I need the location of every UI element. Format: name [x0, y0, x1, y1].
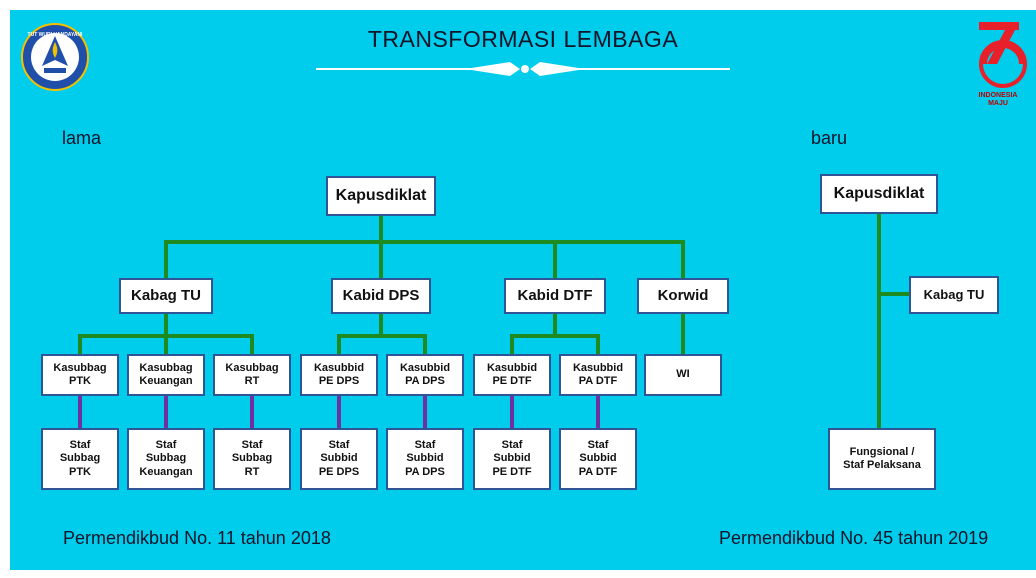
connector-to-korwid — [681, 240, 685, 278]
slide: TUT WURI HANDAYANI INDONESIA MAJU TRANSF… — [10, 10, 1036, 570]
node-kabag-tu: Kabag TU — [119, 278, 213, 314]
new-structure-label: baru — [811, 128, 848, 148]
connector-kabag-tu-down — [164, 312, 168, 336]
node-korwid: Korwid — [637, 278, 729, 314]
node-kasubbid-pa-dps: Kasubbid PA DPS — [386, 354, 464, 396]
connector-staf-keuangan — [164, 394, 168, 428]
old-structure-label: lama — [62, 128, 102, 148]
connector-new-to-kabag-tu — [877, 292, 909, 296]
node-kabid-dps: Kabid DPS — [331, 278, 431, 314]
logo-left-text: TUT WURI HANDAYANI — [27, 32, 83, 38]
title-divider-left — [316, 68, 516, 70]
node-fungsional-staf-pelaksana: Fungsional / Staf Pelaksana — [828, 428, 936, 490]
seventy-five-icon — [979, 22, 1027, 88]
connector-staf-ptk — [78, 394, 82, 428]
title-divider-right — [540, 68, 730, 70]
connector-to-kabag-tu — [164, 240, 168, 278]
connector-new-trunk — [877, 212, 881, 430]
new-regulation-footer: Permendikbud No. 45 tahun 2019 — [719, 528, 989, 548]
connector-kabid-dtf-bus — [510, 334, 600, 338]
node-kasubbag-keuangan: Kasubbag Keuangan — [127, 354, 205, 396]
connector-to-kasubbag-keuangan — [164, 334, 168, 356]
node-kasubbag-ptk: Kasubbag PTK — [41, 354, 119, 396]
indonesia-maju-75-logo: INDONESIA MAJU — [965, 18, 1031, 110]
connector-korwid-to-wi — [681, 312, 685, 356]
connector-kabid-dps-down — [379, 312, 383, 336]
node-kapusdiklat-new: Kapusdiklat — [820, 174, 938, 214]
node-staf-subbag-ptk: Staf Subbag PTK — [41, 428, 119, 490]
connector-staf-rt — [250, 394, 254, 428]
connector-to-kasubbid-pa-dtf — [596, 334, 600, 356]
logo-right-line1: INDONESIA — [978, 92, 1018, 99]
connector-to-kasubbag-rt — [250, 334, 254, 356]
connector-to-kasubbid-pe-dtf — [510, 334, 514, 356]
node-staf-subbid-pa-dps: Staf Subbid PA DPS — [386, 428, 464, 490]
logo-right-line2: MAJU — [988, 100, 1008, 107]
connector-kabid-dtf-down — [553, 312, 557, 336]
connector-to-kabid-dps — [379, 240, 383, 278]
node-staf-subbag-rt: Staf Subbag RT — [213, 428, 291, 490]
connector-head-down — [379, 214, 383, 242]
old-regulation-footer: Permendikbud No. 11 tahun 2018 — [63, 528, 331, 548]
connector-staf-pa-dtf — [596, 394, 600, 428]
connector-division-bus — [164, 240, 685, 244]
connector-staf-pa-dps — [423, 394, 427, 428]
node-kabid-dtf: Kabid DTF — [504, 278, 606, 314]
node-staf-subbid-pe-dtf: Staf Subbid PE DTF — [473, 428, 551, 490]
connector-kabid-dps-bus — [337, 334, 427, 338]
slide-title: TRANSFORMASI LEMBAGA — [367, 26, 679, 52]
connector-to-kasubbag-ptk — [78, 334, 82, 356]
node-kasubbid-pa-dtf: Kasubbid PA DTF — [559, 354, 637, 396]
node-wi: WI — [644, 354, 722, 396]
connector-to-kasubbid-pe-dps — [337, 334, 341, 356]
connector-staf-pe-dtf — [510, 394, 514, 428]
node-kapusdiklat-old: Kapusdiklat — [326, 176, 436, 216]
tut-wuri-handayani-logo — [21, 23, 89, 91]
node-staf-subbag-keuangan: Staf Subbag Keuangan — [127, 428, 205, 490]
node-kasubbid-pe-dtf: Kasubbid PE DTF — [473, 354, 551, 396]
node-staf-subbid-pe-dps: Staf Subbid PE DPS — [300, 428, 378, 490]
title-ornament-icon — [465, 62, 585, 76]
connector-staf-pe-dps — [337, 394, 341, 428]
node-kasubbag-rt: Kasubbag RT — [213, 354, 291, 396]
node-kasubbid-pe-dps: Kasubbid PE DPS — [300, 354, 378, 396]
connector-to-kasubbid-pa-dps — [423, 334, 427, 356]
node-staf-subbid-pa-dtf: Staf Subbid PA DTF — [559, 428, 637, 490]
connector-to-kabid-dtf — [553, 240, 557, 278]
node-kabag-tu-new: Kabag TU — [909, 276, 999, 314]
